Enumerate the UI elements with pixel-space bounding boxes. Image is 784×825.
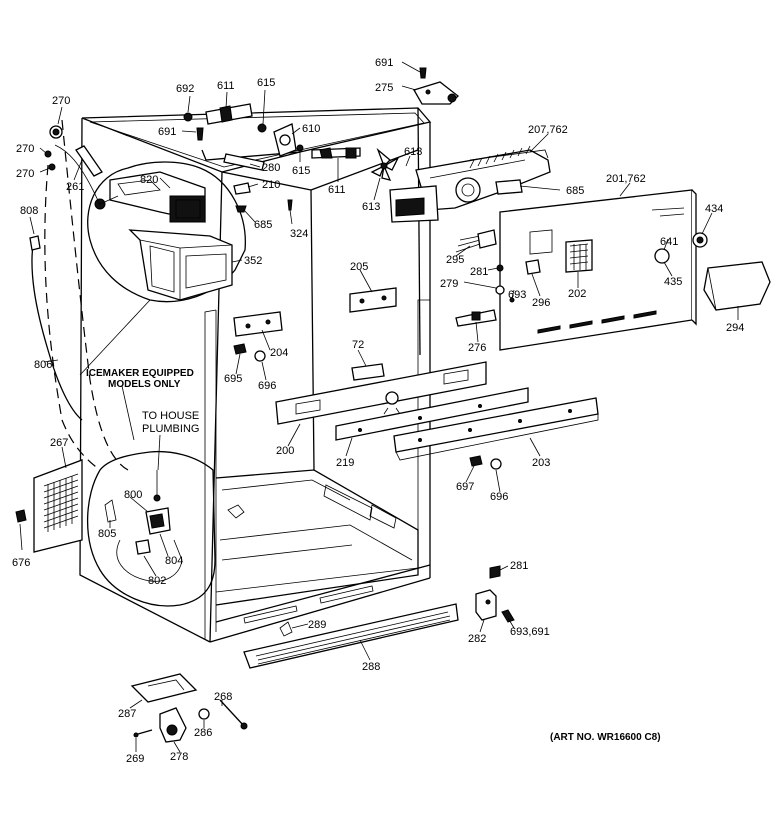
plumbing-note-line1: TO HOUSE [142,410,199,422]
label-800: 800 [124,489,142,501]
label-275: 275 [375,82,393,94]
control-housing [370,145,551,223]
label-805: 805 [98,528,116,540]
label-808: 808 [20,205,38,217]
roller-assembly [130,673,248,743]
label-286: 286 [194,727,212,739]
control-panel [499,189,708,351]
label-72: 72 [352,339,364,351]
label-200: 200 [276,445,294,457]
icemaker-detail-circle [86,161,246,607]
label-207-762: 207,762 [528,124,568,136]
label-288: 288 [362,661,380,673]
art-number: (ART NO. WR16600 C8) [550,732,661,743]
label-287: 287 [118,708,136,720]
plumbing-note-line2: PLUMBING [142,423,199,435]
leader-lines [19,61,739,753]
label-611b: 611 [328,184,346,196]
label-691a: 691 [158,126,176,138]
rail-holes [358,404,572,442]
label-693-691: 693,691 [510,626,550,638]
label-695: 695 [224,373,242,385]
shelf-supports [233,287,397,362]
label-610: 610 [302,123,320,135]
refrigerator-cabinet [79,107,432,643]
label-806: 806 [34,359,52,371]
label-295: 295 [446,254,464,266]
label-611a: 611 [217,80,235,92]
water-valve-detail [104,470,183,582]
label-201-762: 201,762 [606,173,646,185]
control-ribs [469,145,531,169]
icemaker-assembly [94,171,233,301]
label-352: 352 [244,255,262,267]
label-324: 324 [290,228,308,240]
notes: ICEMAKER EQUIPPED MODELS ONLY TO HOUSE P… [86,368,661,743]
label-676: 676 [12,557,30,569]
label-289: 289 [308,619,326,631]
label-269: 269 [126,753,144,765]
label-270a: 270 [52,95,70,107]
label-685a: 685 [254,219,272,231]
label-219: 219 [336,457,354,469]
label-692: 692 [176,83,194,95]
label-202: 202 [568,288,586,300]
top-hinge-parts [183,103,361,213]
panel-grille [43,473,79,532]
label-696b: 696 [490,491,508,503]
panel-slots [537,310,657,334]
label-434: 434 [705,203,723,215]
top-hinge-275 [413,67,459,105]
label-210: 210 [262,179,280,191]
label-697: 697 [456,481,474,493]
icemaker-note-line1: ICEMAKER EQUIPPED [86,368,194,379]
hinge-parts-276 [455,229,515,327]
label-203: 203 [532,457,550,469]
part-labels: 270 270 270 261 808 806 692 611 615 610 … [12,57,744,765]
label-820: 820 [140,174,158,186]
label-691b: 691 [375,57,393,69]
label-696a: 696 [258,380,276,392]
label-205: 205 [350,261,368,273]
label-267: 267 [50,437,68,449]
bottom-hinge [475,565,515,623]
label-641: 641 [660,236,678,248]
thermostat-grid [569,243,589,270]
label-615b: 615 [292,165,310,177]
label-613a: 613 [362,201,380,213]
label-802: 802 [148,575,166,587]
rear-access-panel [15,459,83,553]
water-line [31,119,129,471]
label-282: 282 [468,633,486,645]
fan-blade [370,147,400,181]
label-270c: 270 [16,168,34,180]
label-296: 296 [532,297,550,309]
label-281a: 281 [470,266,488,278]
label-268: 268 [214,691,232,703]
label-435: 435 [664,276,682,288]
mullion-rails [275,361,599,470]
label-685b: 685 [566,185,584,197]
icemaker-note-line2: MODELS ONLY [108,379,181,390]
label-613b: 613 [404,146,422,158]
label-281b: 281 [510,560,528,572]
label-280: 280 [262,162,280,174]
label-804: 804 [165,555,183,567]
fittings-270-261 [29,125,103,251]
label-261: 261 [66,181,84,193]
label-278: 278 [170,751,188,763]
label-279: 279 [440,278,458,290]
toe-grille [243,603,459,669]
label-615a: 615 [257,77,275,89]
label-693a: 693 [508,289,526,301]
label-276: 276 [468,342,486,354]
label-294: 294 [726,322,744,334]
label-204: 204 [270,347,288,359]
label-270b: 270 [16,143,34,155]
light-shield [703,261,771,311]
